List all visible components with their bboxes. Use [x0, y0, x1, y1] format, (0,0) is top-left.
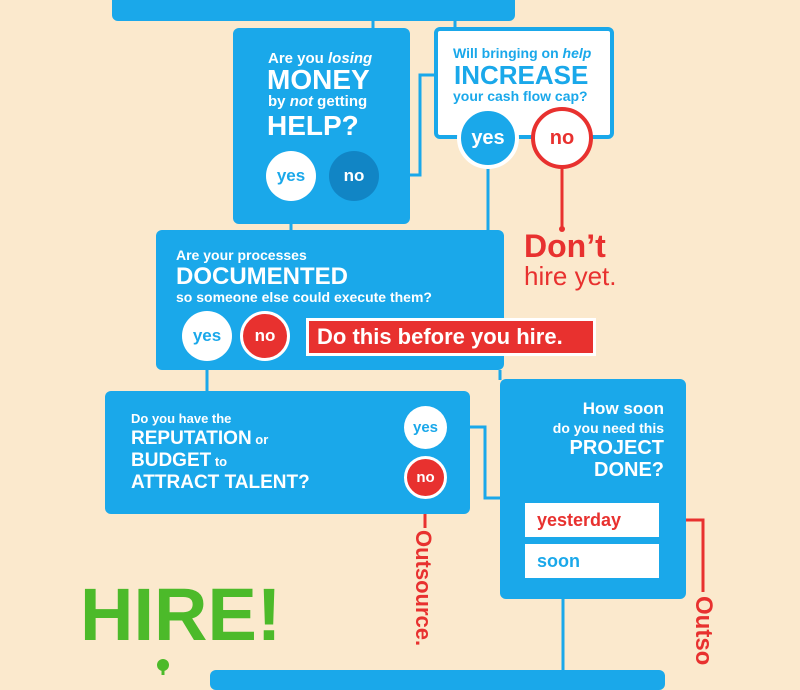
- no-button[interactable]: no: [404, 456, 447, 499]
- question-keyword: DOCUMENTED: [176, 263, 348, 290]
- question-keyword: PROJECT: [569, 437, 664, 459]
- question-keyword: REPUTATION or: [131, 428, 269, 449]
- top-box: [112, 0, 515, 21]
- question-keyword: MONEY: [267, 64, 370, 95]
- outcome-title: Don’t: [524, 228, 606, 264]
- no-button[interactable]: no: [240, 311, 290, 361]
- question-losing-money: Are you losing MONEY by not getting HELP…: [233, 28, 410, 224]
- question-text: by not getting: [268, 93, 368, 110]
- bottom-box: [210, 670, 665, 690]
- outcome-hire: HIRE!: [80, 573, 282, 656]
- yes-button[interactable]: yes: [404, 406, 447, 449]
- yes-button[interactable]: yes: [266, 151, 316, 201]
- question-text: How soon: [582, 399, 664, 418]
- question-text: Do you have the: [131, 411, 232, 426]
- question-keyword: ATTRACT TALENT?: [131, 472, 310, 493]
- option-soon[interactable]: soon: [525, 544, 659, 578]
- question-text: Will bringing on help: [453, 45, 592, 61]
- question-text: Are you losing: [268, 50, 373, 67]
- question-keyword: BUDGET to: [131, 450, 228, 471]
- question-text: Are your processes: [176, 247, 307, 263]
- question-keyword: INCREASE: [454, 60, 589, 90]
- yes-button[interactable]: yes: [457, 107, 519, 169]
- question-text: your cash flow cap?: [453, 88, 588, 104]
- outcome-dont-hire: Don’t hire yet.: [524, 228, 617, 292]
- outcome-outsource: Outsource.: [411, 530, 436, 647]
- option-yesterday[interactable]: yesterday: [525, 503, 659, 537]
- yes-button[interactable]: yes: [182, 311, 232, 361]
- question-keyword: DONE?: [594, 459, 664, 481]
- outcome-outsource-partial: Outso: [690, 596, 717, 666]
- action-document-first: Do this before you hire.: [306, 318, 596, 356]
- question-text: so someone else could execute them?: [176, 289, 432, 305]
- no-button[interactable]: no: [329, 151, 379, 201]
- outcome-subtitle: hire yet.: [524, 261, 617, 291]
- question-keyword: HELP?: [267, 110, 359, 141]
- no-button[interactable]: no: [531, 107, 593, 169]
- question-text: do you need this: [552, 420, 664, 436]
